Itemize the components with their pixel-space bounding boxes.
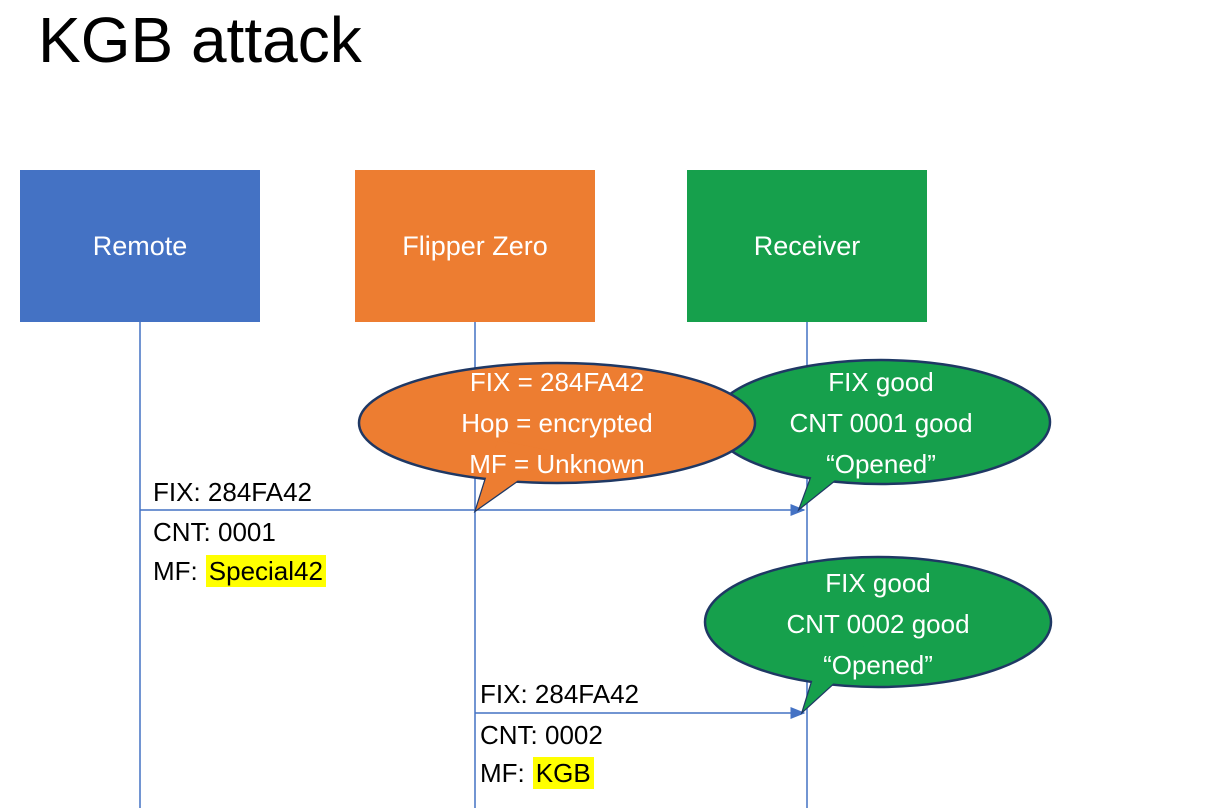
message1-cnt: CNT: 0001: [153, 517, 276, 547]
callout-flipper-analysis-shape: [357, 361, 757, 514]
message1-fix: FIX: 284FA42: [153, 477, 312, 507]
callout-line: Hop = encrypted: [461, 408, 653, 438]
message2-cnt: CNT: 0002: [480, 720, 603, 750]
actor-receiver-label: Receiver: [753, 230, 861, 261]
actor-remote: Remote: [20, 170, 260, 322]
message2-mf-value-highlight: KGB: [532, 757, 594, 789]
callout-line: FIX good: [828, 367, 934, 397]
callout-line: “Opened”: [823, 650, 933, 680]
callout-receiver-1-text: FIX good CNT 0001 good “Opened”: [712, 362, 1050, 485]
callout-line: CNT 0002 good: [786, 609, 970, 639]
actor-receiver: Receiver: [687, 170, 927, 322]
message1-mf-label: MF:: [153, 556, 198, 586]
callout-receiver-1-shape: [710, 358, 1052, 512]
message1-mf-value-highlight: Special42: [205, 555, 326, 587]
diagram-title: KGB attack: [38, 4, 362, 76]
message2-mf: MF:KGB: [480, 757, 594, 789]
message2-fix: FIX: 284FA42: [480, 679, 639, 709]
callout-line: FIX = 284FA42: [469, 367, 645, 397]
callout-flipper-analysis-text: FIX = 284FA42 Hop = encrypted MF = Unkno…: [359, 362, 755, 485]
callout-line: FIX good: [825, 568, 931, 598]
message1-mf: MF:Special42: [153, 555, 326, 587]
actor-flipper-zero-label: Flipper Zero: [402, 230, 548, 261]
callout-receiver-2-shape: [703, 555, 1053, 716]
callout-line: “Opened”: [826, 449, 936, 479]
callout-line: MF = Unknown: [469, 449, 645, 479]
callout-line: CNT 0001 good: [789, 408, 973, 438]
message2-mf-label: MF:: [480, 758, 525, 788]
actor-remote-label: Remote: [92, 230, 188, 261]
callout-receiver-2-text: FIX good CNT 0002 good “Opened”: [705, 563, 1051, 686]
actor-flipper-zero: Flipper Zero: [355, 170, 595, 322]
